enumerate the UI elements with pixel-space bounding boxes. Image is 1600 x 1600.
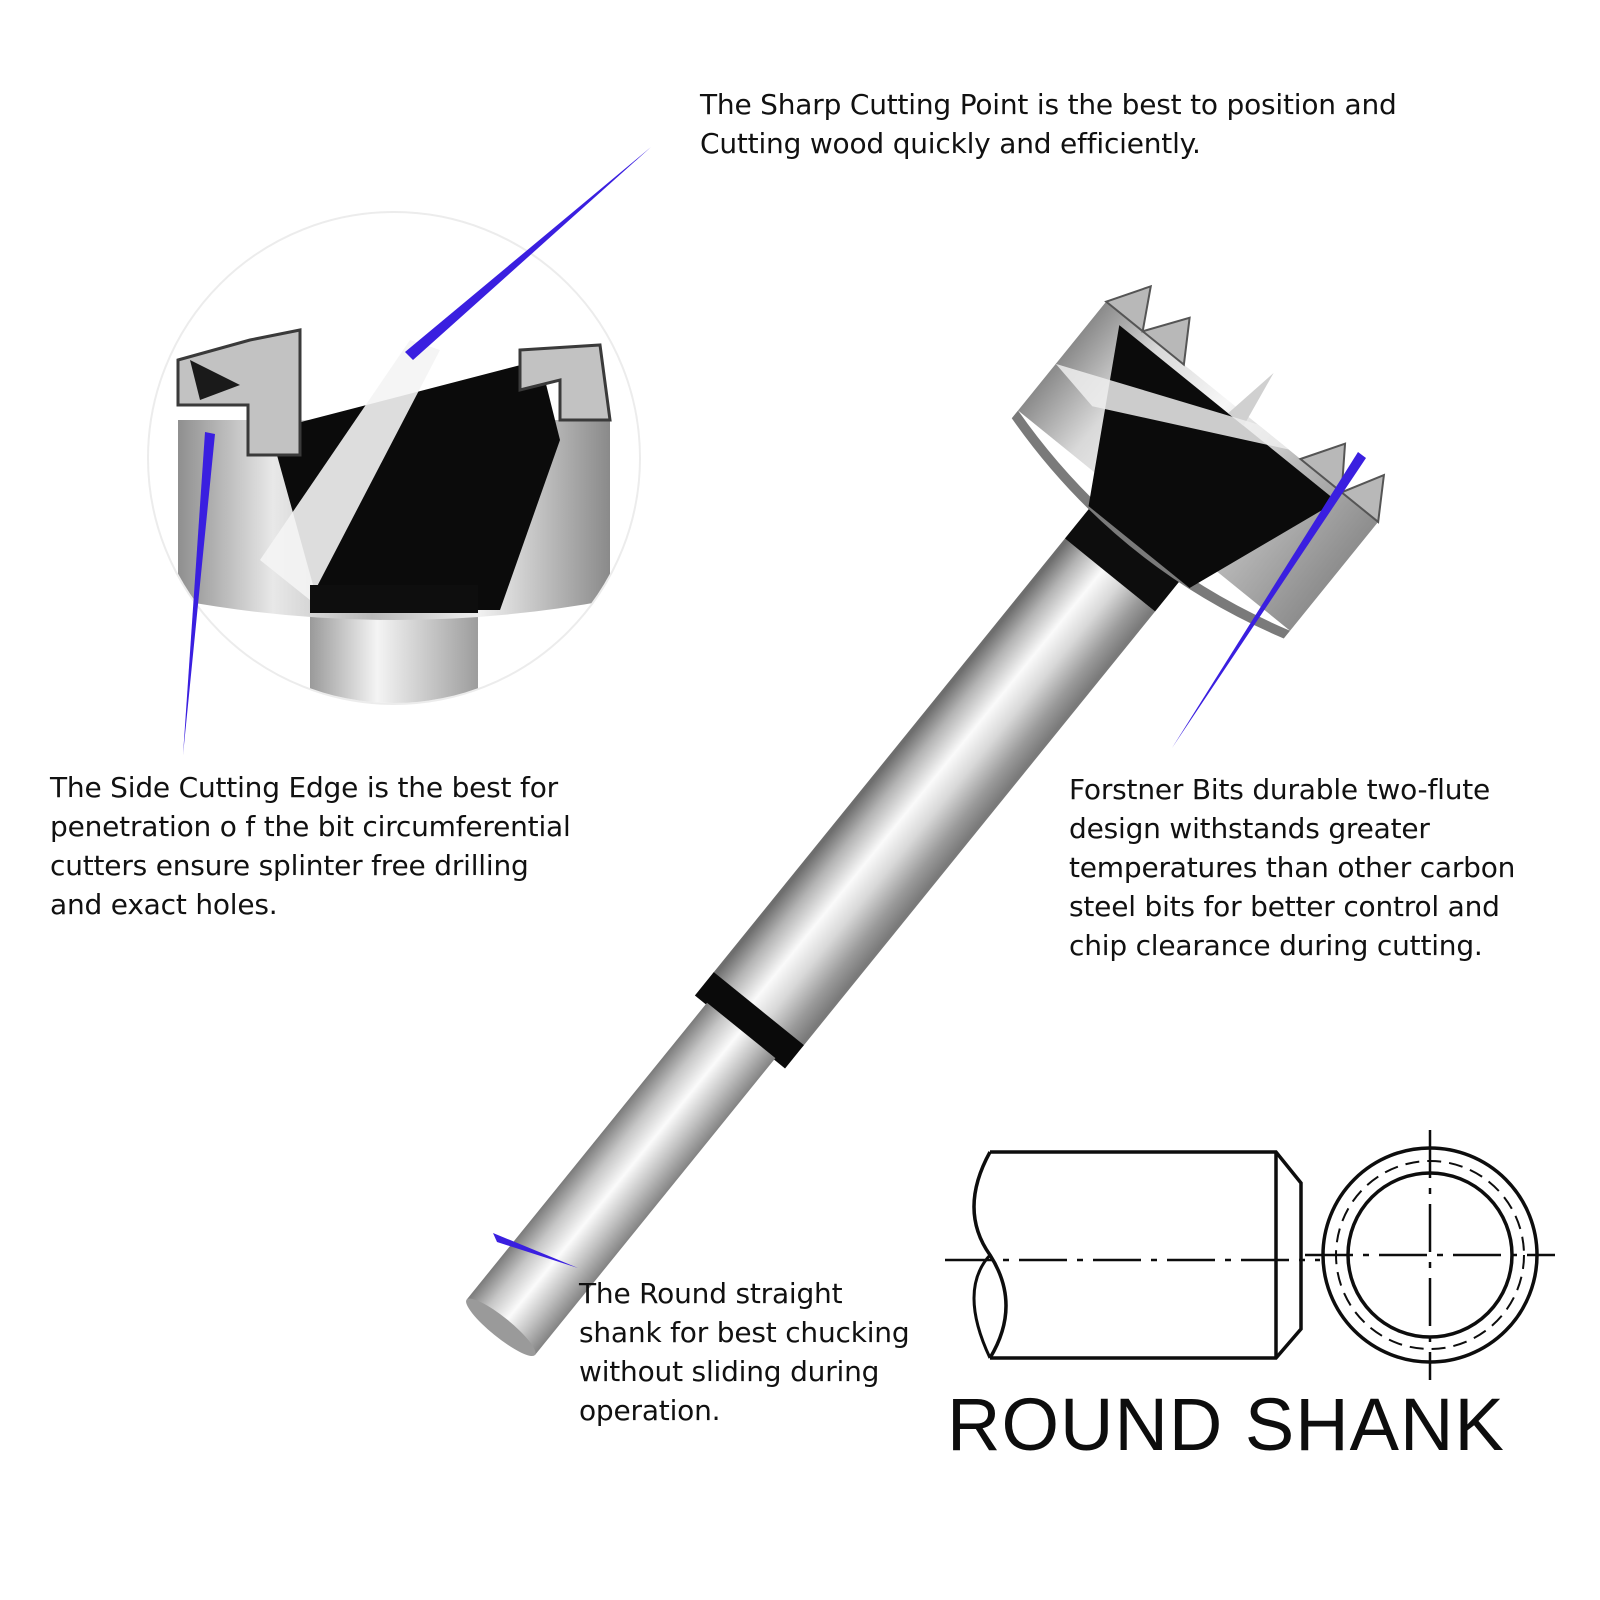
pointer-sharp-point [405,147,651,360]
callout-line: design withstands greater [1069,812,1430,845]
callout-two-flute-design: Forstner Bits durable two-flute design w… [1069,770,1515,965]
callout-line: The Round straight [579,1277,843,1310]
callout-line: without sliding during [579,1355,880,1388]
head-cavity [1088,325,1337,588]
shank-side-view [990,1150,1303,1360]
callout-line: chip clearance during cutting. [1069,929,1483,962]
callout-side-cutting-edge: The Side Cutting Edge is the best for pe… [50,768,571,924]
callout-line: Cutting wood quickly and efficiently. [700,127,1201,160]
shank-collar-ring [694,972,804,1069]
pointer-round-shank [493,1233,578,1268]
callout-line: and exact holes. [50,888,278,921]
callout-line: cutters ensure splinter free drilling [50,849,529,882]
callout-line: operation. [579,1394,721,1427]
round-shank-title: ROUND SHANK [947,1383,1505,1466]
pointer-side-edge [183,432,215,755]
round-shank [466,1002,776,1355]
forstner-bit [466,284,1386,1357]
pointer-two-flute [1172,452,1366,748]
round-shank-technical-diagram [945,1130,1555,1380]
callout-line: The Side Cutting Edge is the best for [50,771,558,804]
callout-line: shank for best chucking [579,1316,910,1349]
callout-line: temperatures than other carbon [1069,851,1516,884]
callout-line: steel bits for better control and [1069,890,1500,923]
shank-end-view-outer [1321,1146,1539,1364]
flute-dark [1064,507,1181,612]
center-spur [1228,372,1274,426]
callout-sharp-cutting-point: The Sharp Cutting Point is the best to p… [700,85,1397,163]
callout-line: Forstner Bits durable two-flute [1069,773,1491,806]
callout-line: penetration o f the bit circumferential [50,810,571,843]
callout-line: The Sharp Cutting Point is the best to p… [700,88,1397,121]
bit-body-shaft [712,538,1156,1047]
rim-teeth [1104,284,1386,524]
callout-pointers [183,147,1366,1268]
cutting-edge-detail-inset [147,211,641,705]
callout-round-straight-shank: The Round straight shank for best chucki… [579,1274,910,1430]
